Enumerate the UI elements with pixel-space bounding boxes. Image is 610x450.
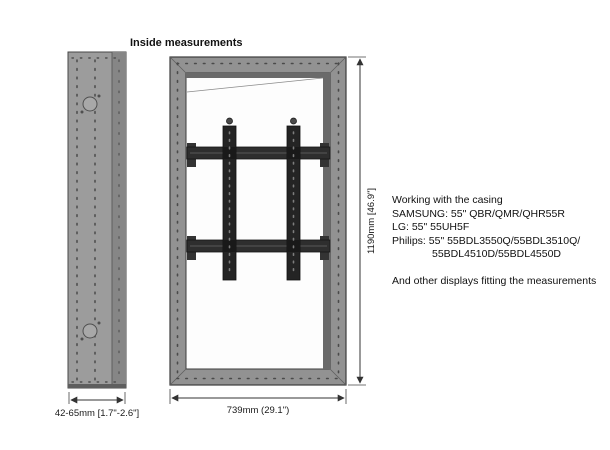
compatibility-line-samsung: SAMSUNG: 55" QBR/QMR/QHR55R [392,207,565,220]
height-dimension-label: 1190mm [46.9"] [366,188,377,254]
compatibility-heading: Working with the casing [392,194,503,206]
cable-hole-top [82,96,98,112]
width-dimension: 739mm (29.1") [169,389,347,416]
diagram-title: Inside measurements [130,37,243,49]
compatibility-footer: And other displays fitting the measureme… [392,274,597,287]
rail-screw-left [226,117,233,125]
front-view-drawing [169,56,347,386]
width-dimension-label: 739mm (29.1") [227,405,290,416]
compatibility-line-philips-2: 55BDL4510D/55BDL4550D [432,248,562,260]
side-view-drawing [67,51,127,389]
height-dimension: 1190mm [46.9"] [348,56,377,386]
mount-bracket-drawing [186,117,331,281]
depth-dimension-label: 42-65mm [1.7"-2.6"] [55,408,139,419]
compatibility-spacer [392,262,608,275]
compatibility-line-lg: LG: 55" 55UH5F [392,221,470,233]
depth-dimension: 42-65mm [1.7"-2.6"] [55,392,139,419]
cable-hole-bottom [82,323,98,339]
compatibility-block: Working with the casing SAMSUNG: 55" QBR… [392,194,608,288]
rail-screw-right [290,117,297,125]
compatibility-line-philips: Philips: 55" 55BDL3550Q/55BDL3510Q/ [392,234,581,247]
